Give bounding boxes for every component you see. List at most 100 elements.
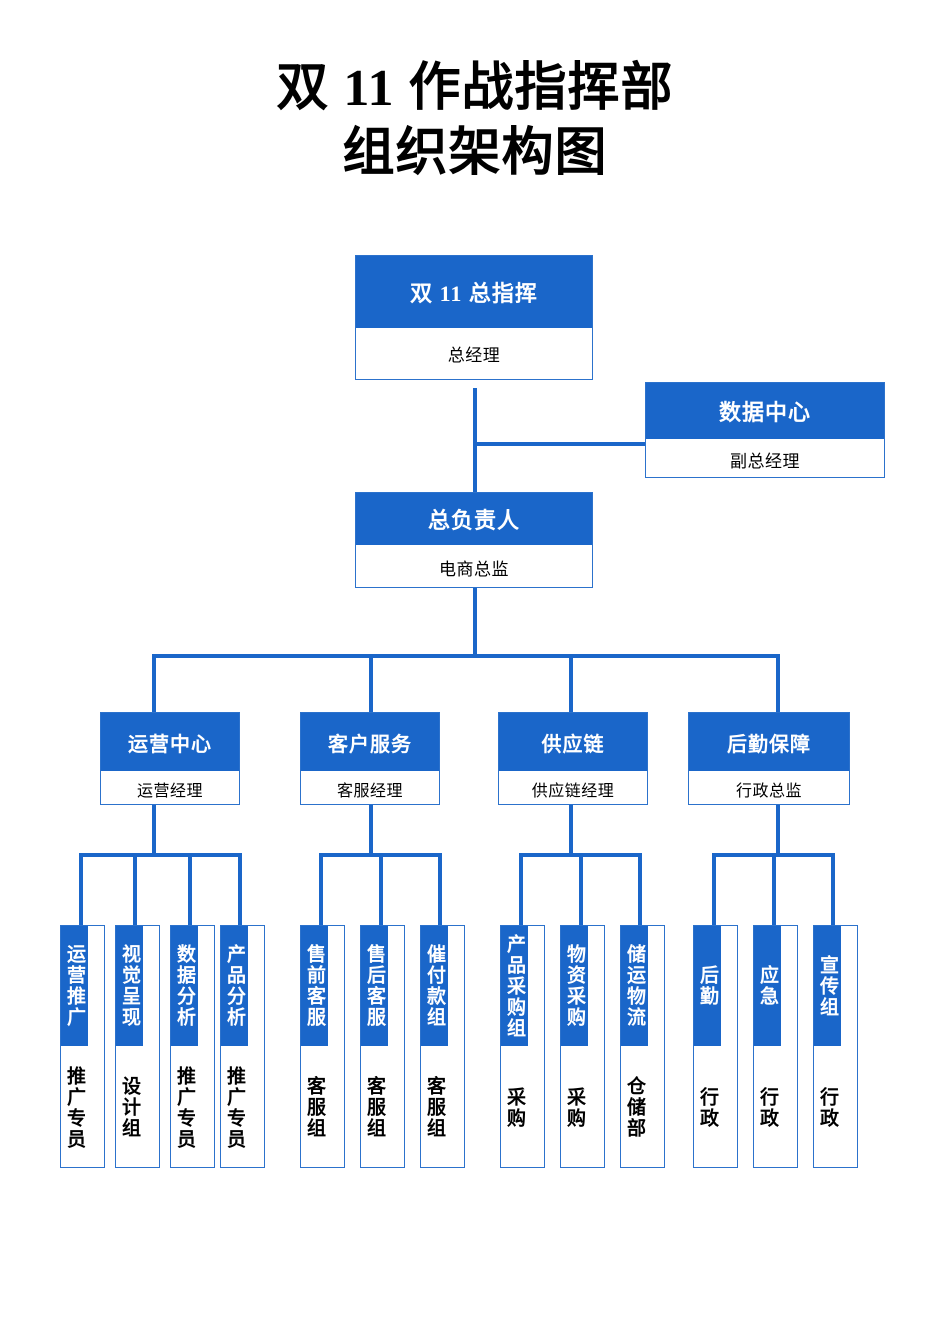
connector-cs-stem bbox=[369, 805, 373, 857]
node-lead[interactable]: 总负责人 电商总监 bbox=[355, 492, 593, 588]
connector-drop-logistics bbox=[776, 654, 780, 712]
node-team-logistics-2-title: 应急 bbox=[757, 965, 778, 1007]
node-team-logistics-3-title-cell: 宣传组 bbox=[814, 926, 841, 1046]
node-team-supply-1[interactable]: 产品采购组 采购 bbox=[500, 925, 545, 1168]
node-department-cs[interactable]: 客户服务 客服经理 bbox=[300, 712, 440, 805]
connector-ops-drop-1 bbox=[79, 853, 83, 925]
node-department-ops-title-cell: 运营中心 bbox=[101, 713, 239, 771]
node-team-logistics-1[interactable]: 后勤 行政 bbox=[693, 925, 738, 1168]
node-team-supply-3-role: 仓储部 bbox=[624, 1076, 645, 1139]
node-team-logistics-3-role-cell: 行政 bbox=[814, 1046, 841, 1167]
node-department-logistics-title: 后勤保障 bbox=[727, 733, 811, 756]
connector-ops-drop-3 bbox=[188, 853, 192, 925]
node-team-supply-2-role: 采购 bbox=[564, 1086, 585, 1129]
connector-root-to-data-center bbox=[473, 442, 647, 446]
node-department-ops-role-cell: 运营经理 bbox=[101, 771, 239, 804]
node-team-logistics-1-title: 后勤 bbox=[697, 965, 718, 1007]
node-team-ops-1[interactable]: 运营推广 推广专员 bbox=[60, 925, 105, 1168]
connector-root-stem bbox=[473, 388, 477, 444]
node-team-supply-3[interactable]: 储运物流 仓储部 bbox=[620, 925, 665, 1168]
node-department-cs-role-cell: 客服经理 bbox=[301, 771, 439, 804]
node-department-supply-title: 供应链 bbox=[541, 733, 605, 756]
connector-drop-supply bbox=[569, 654, 573, 712]
node-team-ops-4-title: 产品分析 bbox=[224, 944, 245, 1028]
node-team-logistics-2[interactable]: 应急 行政 bbox=[753, 925, 798, 1168]
node-team-supply-1-title-cell: 产品采购组 bbox=[501, 926, 528, 1046]
node-team-supply-1-role: 采购 bbox=[504, 1086, 525, 1129]
node-team-cs-2[interactable]: 售后客服 客服组 bbox=[360, 925, 405, 1168]
node-department-ops-title: 运营中心 bbox=[128, 733, 212, 756]
node-department-cs-role: 客服经理 bbox=[336, 782, 403, 800]
node-team-cs-3[interactable]: 催付款组 客服组 bbox=[420, 925, 465, 1168]
node-team-ops-4[interactable]: 产品分析 推广专员 bbox=[220, 925, 265, 1168]
node-root-title: 双 11 总指挥 bbox=[410, 281, 538, 306]
node-team-logistics-2-title-cell: 应急 bbox=[754, 926, 781, 1046]
node-team-cs-1-title: 售前客服 bbox=[304, 944, 325, 1028]
connector-logistics-drop-2 bbox=[772, 853, 776, 925]
connector-supply-stem bbox=[569, 805, 573, 857]
node-team-ops-2[interactable]: 视觉呈现 设计组 bbox=[115, 925, 160, 1168]
node-team-cs-2-role: 客服组 bbox=[364, 1076, 385, 1139]
node-root[interactable]: 双 11 总指挥 总经理 bbox=[355, 255, 593, 380]
node-data-center[interactable]: 数据中心 副总经理 bbox=[645, 382, 885, 478]
node-team-supply-3-title-cell: 储运物流 bbox=[621, 926, 648, 1046]
node-department-supply-role-cell: 供应链经理 bbox=[499, 771, 647, 804]
page-title-line-1: 双 11 作战指挥部 bbox=[276, 60, 674, 117]
node-team-cs-3-role: 客服组 bbox=[424, 1076, 445, 1139]
node-department-ops[interactable]: 运营中心 运营经理 bbox=[100, 712, 240, 805]
node-team-cs-1-title-cell: 售前客服 bbox=[301, 926, 328, 1046]
node-team-ops-2-title: 视觉呈现 bbox=[119, 944, 140, 1028]
connector-lead-bus bbox=[152, 654, 780, 658]
node-root-role-cell: 总经理 bbox=[356, 328, 592, 379]
node-team-ops-2-role: 设计组 bbox=[119, 1076, 140, 1139]
node-team-ops-3-title: 数据分析 bbox=[174, 944, 195, 1028]
node-team-logistics-1-role-cell: 行政 bbox=[694, 1046, 721, 1167]
node-team-cs-2-role-cell: 客服组 bbox=[361, 1046, 388, 1167]
node-team-supply-1-role-cell: 采购 bbox=[501, 1046, 528, 1167]
node-data-center-title: 数据中心 bbox=[718, 400, 811, 425]
node-department-supply[interactable]: 供应链 供应链经理 bbox=[498, 712, 648, 805]
connector-cs-drop-2 bbox=[379, 853, 383, 925]
node-team-supply-2-title: 物资采购 bbox=[564, 944, 585, 1028]
connector-logistics-drop-3 bbox=[831, 853, 835, 925]
node-team-logistics-3-title: 宣传组 bbox=[817, 954, 838, 1018]
connector-ops-stem bbox=[152, 805, 156, 857]
node-department-logistics-role-cell: 行政总监 bbox=[689, 771, 849, 804]
connector-supply-drop-3 bbox=[638, 853, 642, 925]
node-team-cs-1-role-cell: 客服组 bbox=[301, 1046, 328, 1167]
connector-supply-drop-2 bbox=[579, 853, 583, 925]
node-team-ops-1-title-cell: 运营推广 bbox=[61, 926, 88, 1046]
node-team-ops-3-title-cell: 数据分析 bbox=[171, 926, 198, 1046]
node-team-ops-3-role: 推广专员 bbox=[174, 1065, 195, 1150]
node-team-ops-1-title: 运营推广 bbox=[64, 944, 85, 1028]
node-team-ops-4-title-cell: 产品分析 bbox=[221, 926, 248, 1046]
node-team-supply-2[interactable]: 物资采购 采购 bbox=[560, 925, 605, 1168]
node-department-supply-role: 供应链经理 bbox=[531, 782, 615, 800]
node-team-cs-1[interactable]: 售前客服 客服组 bbox=[300, 925, 345, 1168]
node-team-ops-3[interactable]: 数据分析 推广专员 bbox=[170, 925, 215, 1168]
connector-logistics-drop-1 bbox=[712, 853, 716, 925]
node-lead-role: 电商总监 bbox=[439, 559, 509, 579]
connector-drop-ops bbox=[152, 654, 156, 712]
connector-ops-drop-2 bbox=[133, 853, 137, 925]
node-department-ops-role: 运营经理 bbox=[136, 782, 203, 800]
node-team-supply-3-role-cell: 仓储部 bbox=[621, 1046, 648, 1167]
node-root-title-cell: 双 11 总指挥 bbox=[356, 256, 592, 328]
node-team-supply-1-title: 产品采购组 bbox=[504, 933, 525, 1039]
node-department-supply-title-cell: 供应链 bbox=[499, 713, 647, 771]
node-team-cs-1-role: 客服组 bbox=[304, 1076, 325, 1139]
page-title-line-2: 组织架构图 bbox=[342, 125, 608, 182]
connector-root-to-lead bbox=[473, 442, 477, 492]
node-team-supply-2-role-cell: 采购 bbox=[561, 1046, 588, 1167]
node-team-cs-3-role-cell: 客服组 bbox=[421, 1046, 448, 1167]
node-team-ops-4-role-cell: 推广专员 bbox=[221, 1046, 248, 1167]
node-team-ops-4-role: 推广专员 bbox=[224, 1065, 245, 1150]
node-team-ops-3-role-cell: 推广专员 bbox=[171, 1046, 198, 1167]
node-lead-role-cell: 电商总监 bbox=[356, 545, 592, 587]
node-department-logistics[interactable]: 后勤保障 行政总监 bbox=[688, 712, 850, 805]
node-team-logistics-3[interactable]: 宣传组 行政 bbox=[813, 925, 858, 1168]
node-department-logistics-role: 行政总监 bbox=[735, 782, 802, 800]
node-department-cs-title: 客户服务 bbox=[328, 733, 412, 756]
connector-cs-drop-3 bbox=[438, 853, 442, 925]
